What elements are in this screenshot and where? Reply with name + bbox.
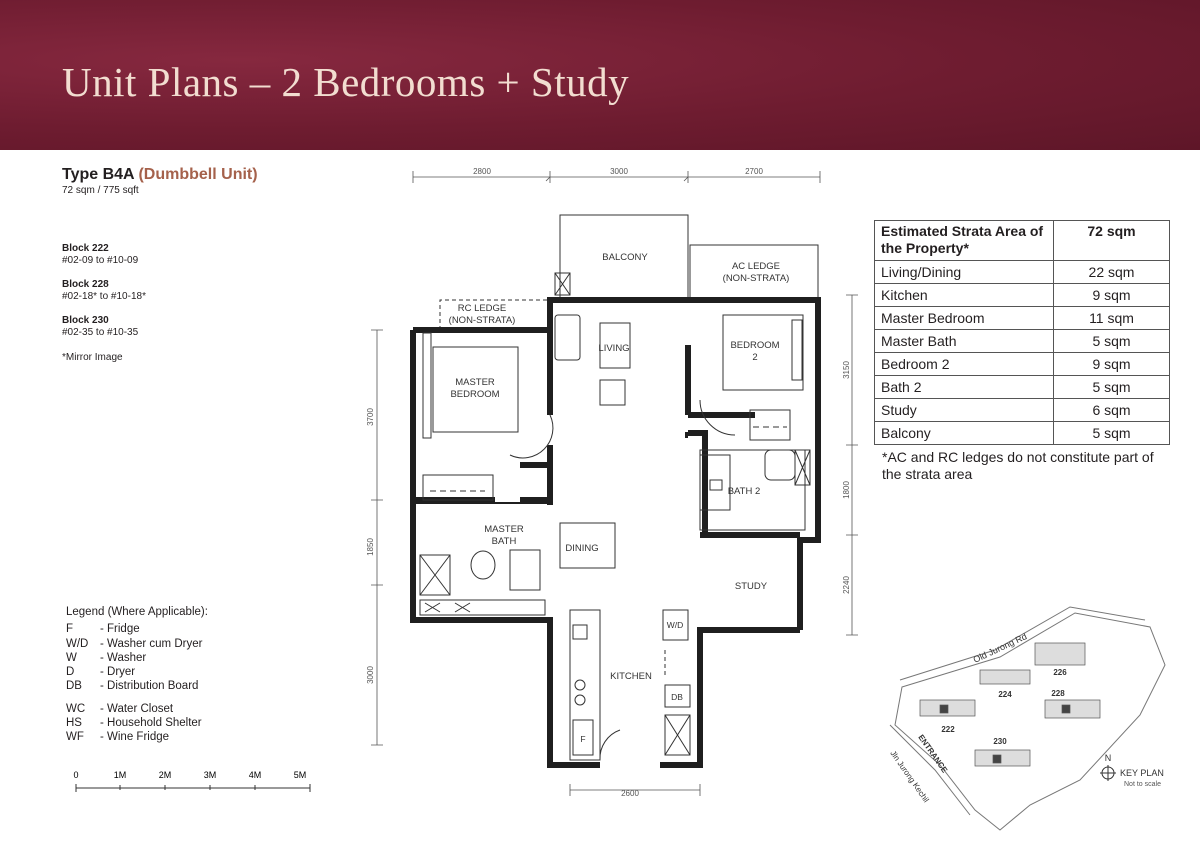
room-label: DINING (565, 543, 598, 554)
room-label: MASTER (484, 524, 524, 535)
room-label: BEDROOM (450, 389, 499, 400)
block-footprint (1044, 699, 1101, 719)
unit-area: 72 sqm / 775 sqft (62, 185, 139, 196)
key-plan-title: KEY PLAN (1120, 768, 1164, 778)
block-name: Block 222 (62, 243, 109, 254)
unit-type-label: Type B4A (62, 166, 135, 183)
strata-note: *AC and RC ledges do not constitute part… (882, 449, 1154, 482)
room-label: MASTER (455, 377, 495, 388)
block-name: Block 230 (62, 315, 109, 326)
block-number: 226 (1053, 668, 1067, 677)
room-label: DB (671, 692, 683, 702)
dimension-label: 3150 (842, 361, 851, 379)
key-plan-subtitle: Not to scale (1124, 781, 1161, 788)
table-header-value: 72 sqm (1053, 220, 1170, 261)
scale-label: 0 (73, 770, 78, 780)
floor-plan: 2800 3000 2700 3700 1850 3000 3150 1800 … (366, 167, 858, 798)
block-footprint (979, 669, 1031, 685)
room-label: RC LEDGE (458, 303, 507, 314)
block-units: #02-18* to #10-18* (62, 291, 146, 302)
legend-item: DB- Distribution Board (66, 680, 199, 693)
dimension-label: 1850 (366, 538, 375, 556)
north-label: N (1105, 753, 1112, 763)
room-label: W/D (667, 620, 684, 630)
legend-item: D- Dryer (66, 666, 136, 679)
dimension-label: 3000 (610, 167, 628, 176)
unit-type-name: (Dumbbell Unit) (138, 166, 258, 183)
room-label: BATH (492, 536, 517, 547)
block-name: Block 228 (62, 279, 109, 290)
header-banner: Unit Plans – 2 Bedrooms + Study (0, 0, 1200, 150)
room-label: LIVING (598, 343, 629, 354)
block-number: 230 (993, 737, 1007, 746)
room-label: (NON-STRATA) (723, 273, 790, 284)
room-label: BATH 2 (728, 486, 761, 497)
scale-label: 4M (249, 770, 262, 780)
scale-label: 3M (204, 770, 217, 780)
room-label: STUDY (735, 581, 768, 592)
mirror-note: *Mirror Image (62, 352, 123, 363)
road-label: Jln Jurong Kechil (888, 749, 930, 804)
dimension-label: 3700 (366, 408, 375, 426)
unit-type-title: Type B4A (Dumbbell Unit) (62, 166, 258, 184)
block-footprint (974, 749, 1031, 767)
block-number: 222 (941, 725, 955, 734)
legend-item: WF- Wine Fridge (66, 731, 170, 744)
scale-label: 2M (159, 770, 172, 780)
block-units: #02-09 to #10-09 (62, 255, 139, 266)
room-label: BALCONY (602, 252, 648, 263)
legend-item: WC- Water Closet (66, 702, 174, 715)
legend-item: HS- Household Shelter (66, 717, 202, 730)
room-label: BEDROOM (730, 340, 779, 351)
north-arrow-icon: N (1100, 753, 1116, 781)
room-label: F (580, 734, 585, 744)
dimension-label: 2240 (842, 576, 851, 594)
ac-unit (554, 272, 571, 296)
block-number: 224 (998, 690, 1012, 699)
key-plan: Old Jurong Rd Jln Jurong Kechil ENTRANCE… (888, 606, 1166, 831)
room-label: KITCHEN (610, 671, 652, 682)
scale-label: 5M (294, 770, 307, 780)
legend-item: W- Washer (66, 651, 147, 664)
legend-title: Legend (Where Applicable): (66, 606, 208, 618)
scale-bar: 0 1M 2M 3M 4M 5M (73, 770, 311, 792)
page-title: Unit Plans – 2 Bedrooms + Study (62, 59, 630, 105)
scale-label: 1M (114, 770, 127, 780)
dimension-label: 1800 (842, 481, 851, 499)
block-units: #02-35 to #10-35 (62, 327, 139, 338)
dimension-label: 2700 (745, 167, 763, 176)
block-number: 228 (1051, 689, 1065, 698)
legend-item: F- Fridge (66, 623, 140, 636)
dimension-label: 2800 (473, 167, 491, 176)
dimension-label: 2600 (621, 789, 639, 798)
room-label: (NON-STRATA) (449, 315, 516, 326)
block-footprint (1034, 642, 1086, 666)
dimension-label: 3000 (366, 666, 375, 684)
room-label: 2 (752, 352, 757, 363)
legend: Legend (Where Applicable): F- Fridge W/D… (66, 605, 208, 745)
room-label: AC LEDGE (732, 261, 780, 272)
legend-item: W/D- Washer cum Dryer (66, 637, 203, 650)
